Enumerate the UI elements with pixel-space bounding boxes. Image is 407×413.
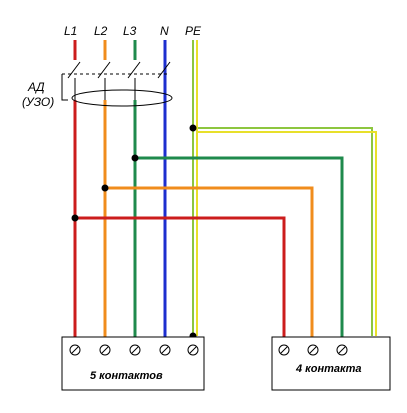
- rcd-contact-1: [67, 61, 81, 79]
- terminal-block-4: 4 контакта: [271, 336, 391, 391]
- rcd-toroid: [71, 89, 173, 107]
- l1-branch-wire: [75, 216, 286, 345]
- rcd-test-lead: [61, 74, 68, 101]
- l3-junction-dot: [131, 154, 139, 162]
- label-pe: PE: [185, 24, 202, 38]
- terminal-block-4-box: [271, 336, 391, 391]
- pe-junction-dot: [189, 124, 197, 132]
- l3-branch-wire: [135, 156, 344, 345]
- label-n: N: [160, 24, 169, 38]
- terminal-block-5-label: 5 контактов: [90, 370, 163, 382]
- l1-junction-dot: [71, 214, 79, 222]
- pe-wire-green: [192, 40, 373, 336]
- five-terminal-pe-slot: [189, 346, 197, 354]
- rcd-symbol: [61, 61, 173, 107]
- rcd-contact-3: [127, 61, 141, 79]
- five-terminal-n-slot: [161, 346, 169, 354]
- five-terminal-l2-slot: [101, 346, 109, 354]
- device-label: АД: [27, 80, 45, 94]
- five-terminal-l3-slot: [131, 346, 139, 354]
- l2-junction-dot: [101, 184, 109, 192]
- rcd-contact-2: [97, 61, 111, 79]
- rcd-contact-4: [157, 61, 171, 79]
- four-terminal-l2-slot: [309, 346, 317, 354]
- four-terminal-l3-slot: [338, 346, 346, 354]
- pe-wire-yellow: [196, 40, 377, 336]
- four-terminal-l1-slot: [280, 346, 288, 354]
- device-sublabel: (УЗО): [22, 95, 54, 109]
- terminal-screws: [69, 344, 348, 356]
- label-l3: L3: [123, 24, 137, 38]
- l2-branch-wire: [105, 186, 314, 345]
- five-terminal-l1-slot: [71, 346, 79, 354]
- terminal-block-4-label: 4 контакта: [295, 363, 361, 375]
- label-l2: L2: [94, 24, 108, 38]
- label-l1: L1: [64, 24, 77, 38]
